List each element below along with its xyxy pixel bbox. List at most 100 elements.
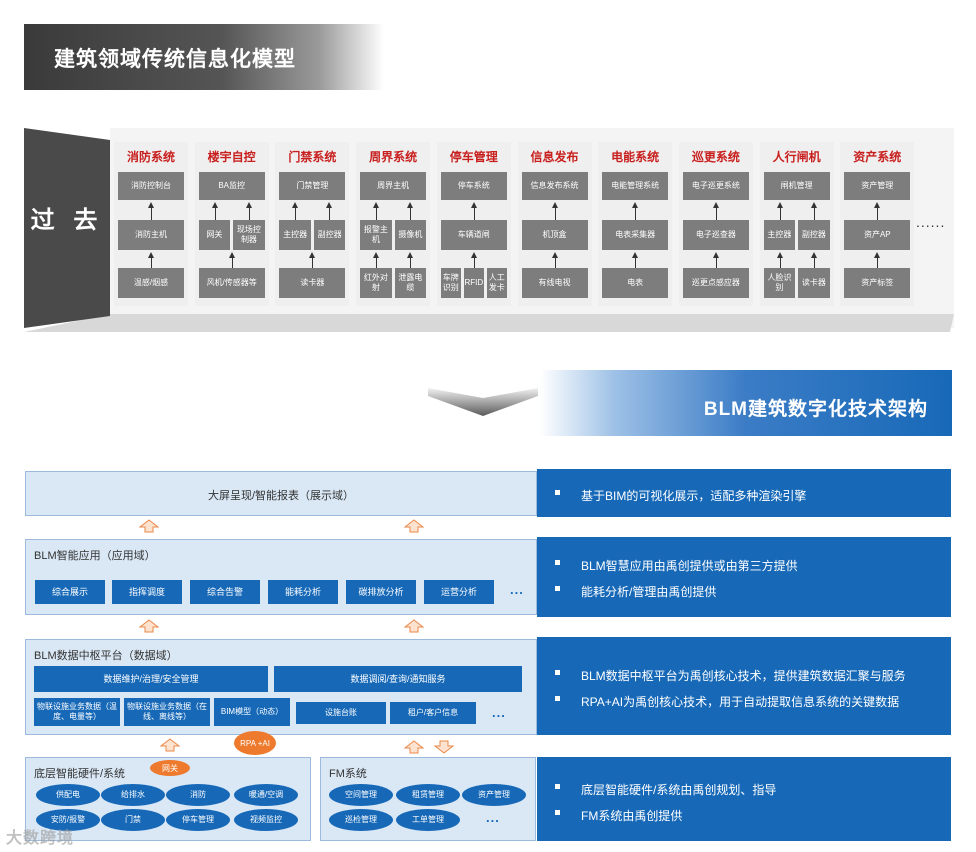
- past-system-top-box: 资产管理: [844, 172, 911, 200]
- fm-item: 空间管理: [329, 784, 393, 806]
- arrow-line: [151, 257, 152, 268]
- up-arrow-icon: [470, 252, 477, 258]
- past-system-bottom-box: 有线电视: [521, 268, 588, 298]
- gateway-badge: 网关: [150, 760, 190, 776]
- note-text: RPA+AI为禹创核心技术，用于自动提取信息系统的关键数据: [581, 695, 900, 709]
- arrow-line: [813, 257, 815, 268]
- layer-display-title: 大屏呈现/智能报表（展示域）: [207, 490, 355, 502]
- up-arrow-icon: [551, 252, 558, 258]
- up-arrow-icon: [326, 202, 333, 208]
- note-text: 能耗分析/管理由禹创提供: [581, 585, 717, 599]
- arrow-line: [248, 207, 250, 220]
- arrow-line: [877, 257, 879, 268]
- note-text: FM系统由禹创提供: [581, 809, 683, 823]
- past-system-title: 周界系统: [369, 150, 418, 164]
- up-arrow-icon: [632, 252, 639, 258]
- arrow-line: [635, 257, 637, 268]
- blm-title: BLM建筑数字化技术架构: [703, 399, 928, 420]
- up-arrow-icon: [712, 252, 719, 258]
- layer-data-title: BLM数据中枢平台（数据域）: [34, 650, 178, 662]
- arrow-line: [473, 207, 475, 220]
- arrow-line: [715, 207, 717, 220]
- past-system-top-box: BA监控: [198, 172, 265, 200]
- past-system-bottom-box: 读卡器: [798, 268, 830, 298]
- past-system-mid-box: 副控器: [798, 220, 830, 250]
- up-arrow-icon: [407, 252, 414, 258]
- up-arrow-icon: [245, 202, 252, 208]
- past-system-top-box: 电能管理系统: [602, 172, 669, 200]
- past-system-bottom-box: 巡更点感应器: [682, 268, 749, 298]
- arrow-line: [779, 257, 781, 268]
- hardware-item: 停车管理: [166, 809, 230, 831]
- past-system-mid-box: 报警主机: [360, 220, 392, 250]
- data-row1-item: 数据维护/治理/安全管理: [34, 666, 268, 692]
- data-row2-item: 物联设施业务数据（温度、电量等）: [34, 698, 120, 726]
- up-arrow-icon: [874, 252, 881, 258]
- past-system-top-box: 闸机管理: [763, 172, 830, 200]
- past-system-mid-box: 电子巡查器: [682, 220, 749, 250]
- past-system-mid-box: 机顶盒: [521, 220, 588, 250]
- up-arrow-icon: [211, 202, 218, 208]
- arrow-line: [813, 207, 815, 220]
- app-item: 能耗分析: [268, 580, 338, 604]
- app-item: 碳排放分析: [346, 580, 416, 604]
- past-system-bottom-box: 泄露电缆: [394, 268, 427, 298]
- past-system-title: 停车管理: [449, 150, 498, 164]
- past-system-title: 信息发布: [530, 150, 579, 164]
- up-arrow-icon: [407, 202, 414, 208]
- up-arrow-icon: [404, 740, 424, 754]
- fm-item: 工单管理: [396, 809, 460, 831]
- fm-more-dots: ...: [486, 810, 500, 825]
- past-system-bottom-box: 风机/传感器等: [198, 268, 265, 298]
- up-arrow-icon: [292, 202, 299, 208]
- past-system-title: 门禁系统: [288, 150, 337, 164]
- up-arrow-icon: [810, 252, 817, 258]
- arrow-line: [376, 257, 378, 268]
- note-panel-data: BLM数据中枢平台为禹创核心技术，提供建筑数据汇聚与服务 RPA+AI为禹创核心…: [537, 637, 951, 735]
- past-system-top-box: 门禁管理: [279, 172, 346, 200]
- past-system-top-box: 电子巡更系统: [682, 172, 749, 200]
- arrow-line: [376, 207, 378, 220]
- hardware-item: 视频监控: [234, 809, 298, 831]
- past-system-mid-box: 副控器: [313, 220, 346, 250]
- past-system-top-box: 信息发布系统: [521, 172, 588, 200]
- note-panel-hardware: 底层智能硬件/系统由禹创规划、指导 FM系统由禹创提供: [537, 757, 951, 841]
- past-system-top-box: 消防控制台: [118, 172, 184, 200]
- past-system-title: 消防系统: [126, 150, 175, 164]
- fm-item: 租赁管理: [396, 784, 460, 806]
- arrow-line: [410, 257, 412, 268]
- past-system-title: 电能系统: [611, 150, 660, 164]
- past-system-mid-box: 资产AP: [844, 220, 911, 250]
- up-arrow-icon: [373, 202, 380, 208]
- note-text: 基于BIM的可视化展示，适配多种渲染引擎: [581, 489, 807, 503]
- hardware-item: 给排水: [101, 784, 165, 806]
- past-system-bottom-box: 电表: [602, 268, 669, 298]
- arrow-line: [779, 207, 781, 220]
- past-system-mid-box: 网关: [198, 220, 231, 250]
- up-arrow-icon: [712, 202, 719, 208]
- past-system-mid-box: 车辆道闸: [440, 220, 507, 250]
- up-arrow-icon: [373, 252, 380, 258]
- hardware-item: 暖通/空调: [234, 784, 298, 806]
- layer-application-title: BLM智能应用（应用域）: [34, 550, 156, 562]
- past-system-title: 楼宇自控: [207, 150, 256, 164]
- fm-item: 巡检管理: [329, 809, 393, 831]
- data-more-dots: ...: [492, 705, 506, 720]
- rpa-ai-badge: RPA +AI: [234, 731, 276, 755]
- past-system-column: 周界系统周界主机报警主机摄像机红外对射泄露电缆: [356, 142, 431, 306]
- arrow-line: [214, 207, 216, 220]
- past-label-shape: [24, 128, 110, 328]
- up-arrow-icon: [551, 202, 558, 208]
- hardware-item: 门禁: [101, 809, 165, 831]
- past-system-column: 信息发布信息发布系统机顶盒有线电视: [517, 142, 592, 306]
- app-more-dots: ...: [510, 582, 524, 597]
- past-system-bottom-box: 温感/烟感: [118, 268, 184, 298]
- up-arrow-icon: [228, 252, 235, 258]
- section-banner-blm: BLM建筑数字化技术架构: [540, 370, 952, 436]
- arrow-line: [295, 207, 297, 220]
- up-arrow-icon: [810, 202, 817, 208]
- data-row2-item: BIM模型（动态）: [214, 698, 290, 726]
- data-row1-item: 数据调阅/查询/通知服务: [274, 666, 522, 692]
